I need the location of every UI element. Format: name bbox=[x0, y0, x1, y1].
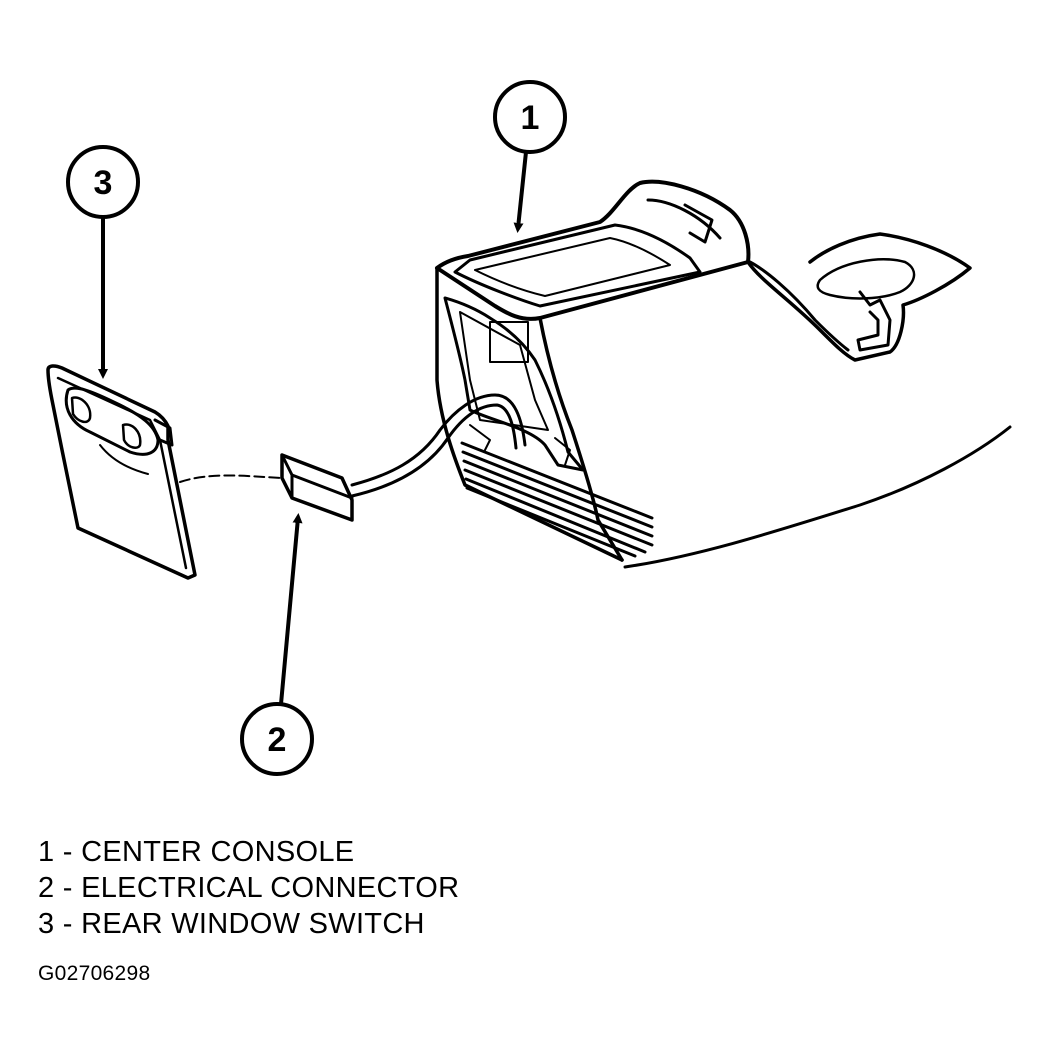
rear-tray bbox=[746, 232, 972, 362]
harness-wire bbox=[350, 393, 527, 487]
legend-item: 3 - REAR WINDOW SWITCH bbox=[38, 908, 425, 940]
legend-item: 1 - CENTER CONSOLE bbox=[38, 836, 355, 868]
center-console bbox=[435, 179, 1012, 569]
switch-bezel bbox=[46, 364, 197, 580]
callout-1-circle bbox=[493, 80, 567, 154]
tray-edge bbox=[748, 260, 850, 352]
callout-2-leader bbox=[279, 513, 303, 706]
figure-id: G02706298 bbox=[38, 962, 151, 985]
switch-recess bbox=[443, 296, 585, 472]
switch-window-control bbox=[64, 386, 160, 456]
switch-rocker-left bbox=[70, 396, 92, 424]
callout-2: 2 bbox=[240, 513, 314, 776]
switch-curve bbox=[99, 444, 149, 475]
recess-clip-right bbox=[554, 437, 571, 466]
tray-hook bbox=[856, 290, 892, 352]
switch-rocker-right bbox=[121, 423, 142, 449]
legend-item: 2 - ELECTRICAL CONNECTOR bbox=[38, 872, 460, 904]
electrical-connector bbox=[280, 453, 354, 522]
callout-3-number: 3 bbox=[94, 164, 113, 202]
grille bbox=[460, 441, 654, 558]
harness-wire-second bbox=[350, 403, 518, 498]
callout-3: 3 bbox=[66, 145, 140, 379]
callout-2-number: 2 bbox=[268, 721, 287, 759]
callout-1-number: 1 bbox=[521, 99, 540, 137]
switch-recess-inner bbox=[459, 311, 549, 431]
recess-panel bbox=[489, 321, 529, 363]
console-front-face bbox=[435, 266, 624, 562]
console-side-body bbox=[538, 316, 624, 562]
floor-outline bbox=[623, 425, 1012, 569]
storage-bin-opening bbox=[453, 223, 702, 308]
legend: 1 - CENTER CONSOLE 2 - ELECTRICAL CONNEC… bbox=[38, 834, 459, 942]
connection-dashed-line bbox=[179, 474, 283, 483]
callout-1: 1 bbox=[493, 80, 567, 233]
storage-bin-inner bbox=[474, 237, 671, 297]
recess-clip-left bbox=[469, 424, 491, 451]
cupholder bbox=[816, 258, 916, 300]
armrest-hinge bbox=[646, 198, 722, 244]
connector-body bbox=[280, 453, 354, 522]
callout-1-leader bbox=[513, 150, 528, 233]
console-top-rim bbox=[435, 179, 751, 321]
wire-harness bbox=[350, 393, 527, 498]
callout-2-circle bbox=[240, 702, 314, 776]
rear-window-switch bbox=[46, 364, 197, 580]
switch-clip bbox=[153, 418, 174, 447]
